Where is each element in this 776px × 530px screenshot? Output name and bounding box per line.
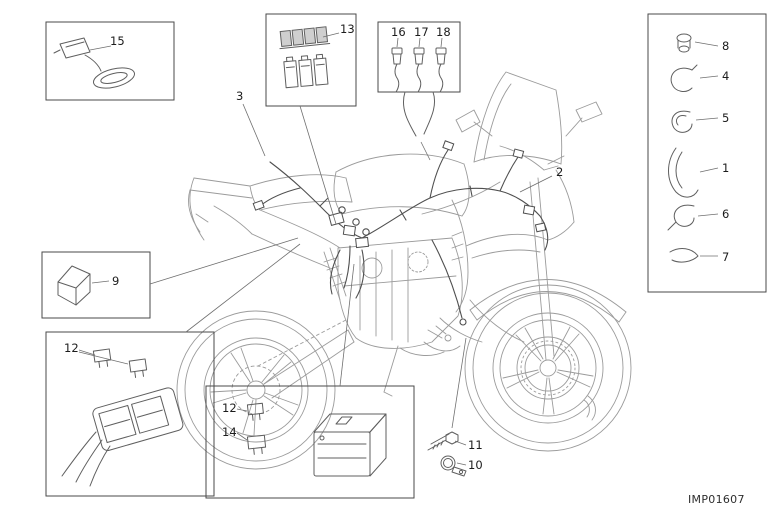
leader-callout-11 (454, 440, 467, 446)
leader-callout-12b (236, 408, 248, 412)
front-wheel (464, 284, 632, 452)
part-16-18-wires (402, 91, 417, 137)
leader-box12-to-bike (185, 243, 301, 333)
leader-parts10-11-to-bike (451, 337, 467, 429)
inset-box-part-9 (41, 251, 151, 319)
inset-box-part-15 (45, 21, 175, 101)
callout-label-11: 11 (468, 438, 483, 452)
inset-box-parts-12-14 (205, 385, 415, 499)
callout-label-2: 2 (556, 165, 563, 179)
leader-callout-1 (699, 167, 719, 173)
callout-labels: 15 13 16 17 18 8 4 5 1 6 7 2 3 9 12 12 1… (64, 22, 729, 472)
figure-code: IMP01607 (688, 493, 745, 506)
part-7-strap-drawing (669, 248, 699, 263)
leader-lines (78, 32, 719, 466)
callout-label-8: 8 (722, 39, 729, 53)
part-17-sensor-drawing (413, 47, 425, 93)
part-12-fuse-drawing-a (92, 348, 112, 368)
leader-callout-15 (89, 45, 112, 51)
callout-label-1: 1 (722, 161, 729, 175)
motorcycle-illustration (176, 71, 632, 470)
rear-wheel (176, 310, 336, 470)
callout-label-12a: 12 (64, 341, 79, 355)
part-5-clip-drawing (671, 110, 693, 133)
fuse-holder-wires (61, 431, 111, 487)
callout-label-4: 4 (722, 69, 729, 83)
part-6-clip-drawing (667, 204, 695, 231)
inset-box-part-12-left (45, 331, 215, 497)
leader-box16-18-to-bike (420, 141, 431, 161)
leader-callout-9 (91, 280, 110, 284)
callout-label-12b: 12 (222, 401, 237, 415)
leader-callout-16 (396, 37, 399, 48)
part-12-fuse-drawing-b (128, 358, 148, 378)
callout-label-16: 16 (391, 25, 406, 39)
callout-label-9: 9 (112, 274, 119, 288)
leader-callout-6 (697, 213, 719, 217)
part-9-connector-drawing (57, 265, 91, 306)
leader-callout-18 (440, 37, 443, 48)
leader-box13-to-bike (299, 105, 337, 225)
callout-label-15: 15 (110, 34, 125, 48)
leader-callout-8 (694, 41, 719, 47)
part-12-fuse-drawing-c (246, 402, 264, 421)
fuse-holder-bracket-drawing (92, 387, 184, 451)
inset-box-fastener-column (647, 13, 767, 293)
leader-callout-14 (236, 432, 248, 441)
part-10-clamp-drawing (440, 455, 467, 477)
leader-box12-14-to-bike (339, 263, 355, 387)
leader-callout-10 (456, 462, 467, 466)
part-4-clip-drawing (670, 64, 698, 92)
leader-callout-3 (242, 103, 266, 157)
parts-10-11-drawing (427, 431, 467, 477)
callout-label-3: 3 (236, 89, 243, 103)
part-8-grommet-drawing (676, 33, 692, 53)
part-14-fuse-drawing (246, 434, 267, 455)
bodywork (188, 71, 627, 421)
part-1-hook-drawing (668, 147, 699, 198)
callout-label-18: 18 (436, 25, 451, 39)
leader-callout-12a-2 (78, 351, 129, 365)
leader-callout-13 (322, 32, 340, 38)
leader-callout-17 (418, 37, 421, 48)
leader-callout-2 (519, 175, 553, 193)
relay-box-drawing (313, 413, 387, 477)
leader-box9-to-bike (149, 237, 299, 285)
part-16-18-wires-2 (423, 91, 436, 135)
callout-label-5: 5 (722, 111, 729, 125)
callout-label-17: 17 (414, 25, 429, 39)
leader-callout-4 (699, 75, 719, 79)
callout-label-10: 10 (468, 458, 483, 472)
part-16-sensor-drawing (391, 47, 403, 93)
part-11-bolt-drawing (427, 431, 459, 451)
callout-label-6: 6 (722, 207, 729, 221)
part-15-sensor-drawing (53, 37, 135, 89)
callout-label-14: 14 (222, 425, 237, 439)
inset-box-part-13 (265, 13, 357, 107)
leader-callout-12a-1 (78, 349, 96, 356)
callout-label-7: 7 (722, 250, 729, 264)
wiring-harness (252, 140, 549, 326)
callout-label-13: 13 (340, 22, 355, 36)
inset-box-parts-16-17-18 (377, 21, 461, 137)
part-18-sensor-drawing (435, 47, 447, 93)
leader-callout-5 (695, 117, 719, 121)
part-13-fuse-block-drawing (279, 26, 331, 89)
